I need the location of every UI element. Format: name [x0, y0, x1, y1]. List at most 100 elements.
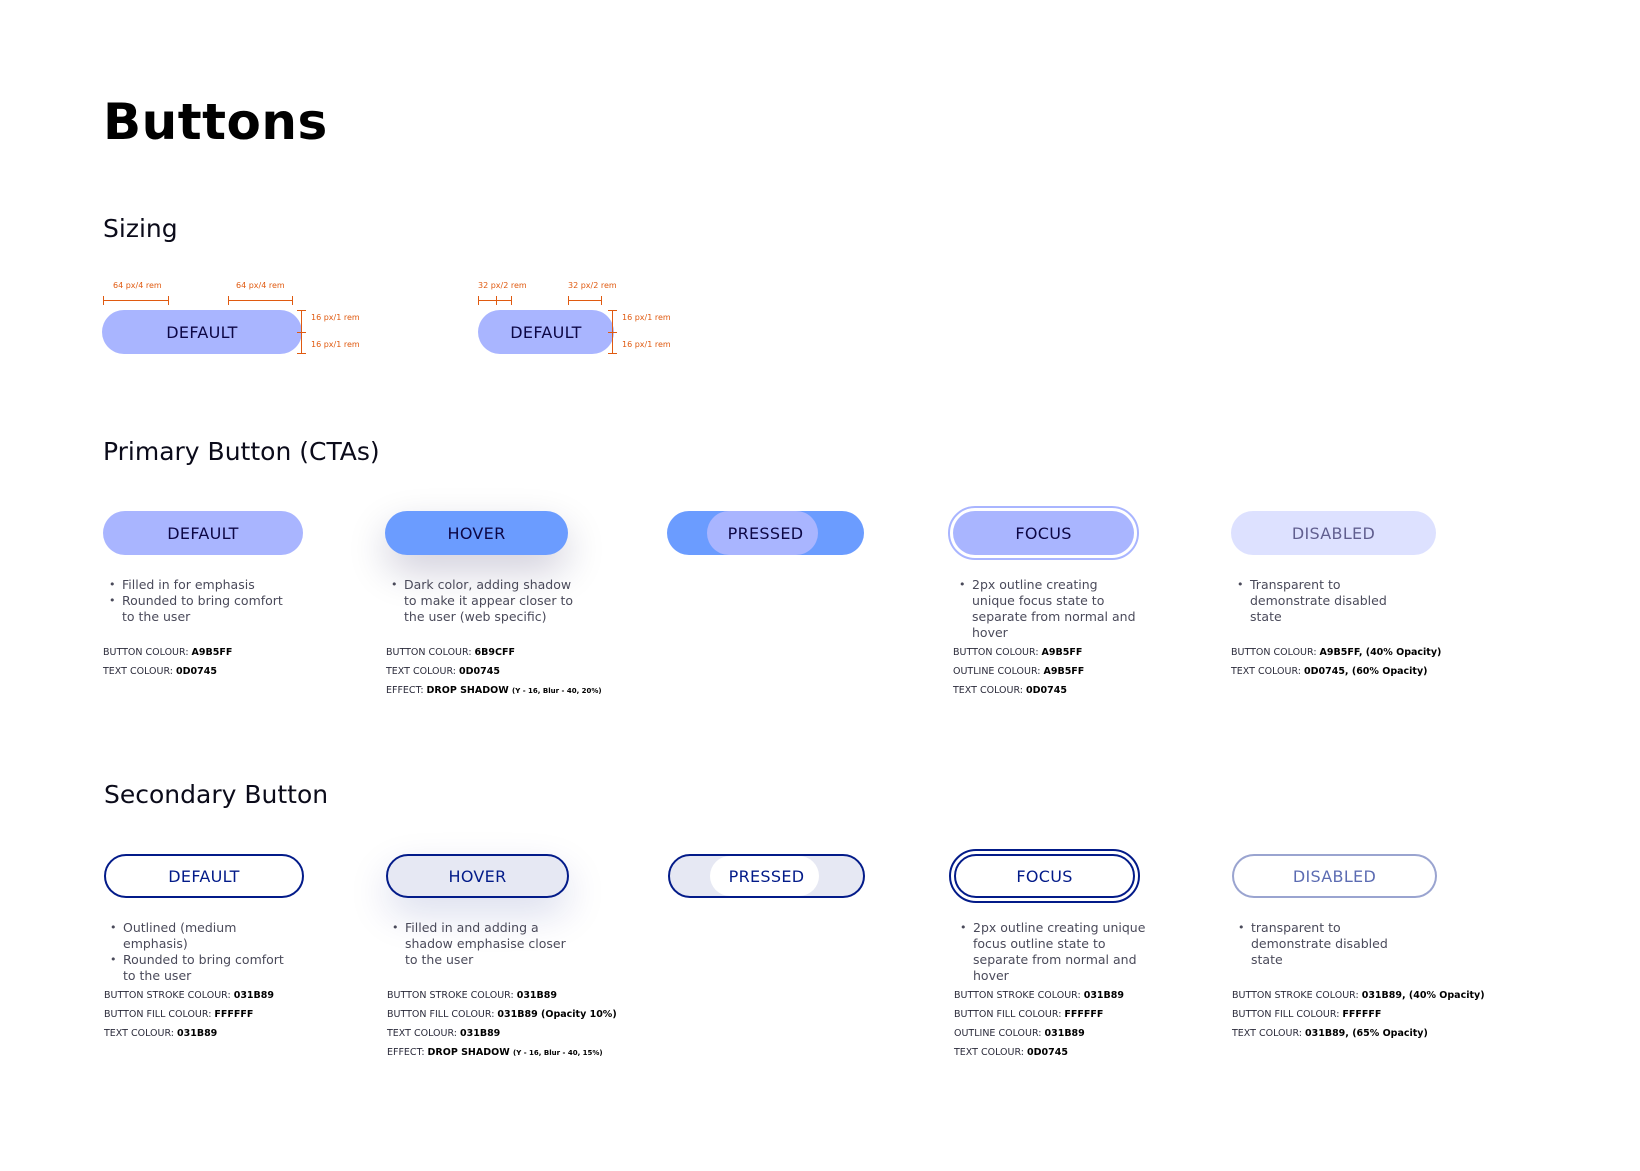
spec-value: 0D0745	[176, 666, 217, 677]
dim-tick	[297, 353, 306, 354]
secondary-hover-notes: Filled in and adding a shadow emphasise …	[392, 920, 577, 968]
primary-hover-notes: Dark color, adding shadow to make it app…	[391, 577, 576, 625]
primary-focus-button[interactable]: FOCUS	[953, 511, 1134, 555]
secondary-focus-specs: BUTTON STROKE COLOUR: 031B89 BUTTON FILL…	[954, 986, 1124, 1062]
spec-value: DROP SHADOW	[427, 1047, 513, 1058]
dim-line	[568, 300, 601, 301]
note-item: Dark color, adding shadow to make it app…	[391, 577, 576, 625]
sizing-small-button[interactable]: DEFAULT	[478, 310, 614, 354]
button-label: FOCUS	[1016, 866, 1073, 886]
spec-key: TEXT COLOUR:	[1231, 666, 1304, 677]
button-label: PRESSED	[727, 523, 804, 543]
spec-row: TEXT COLOUR: 0D0745	[953, 681, 1084, 700]
button-label: DISABLED	[1292, 866, 1377, 886]
spec-row: EFFECT: DROP SHADOW (Y - 16, Blur - 40, …	[386, 681, 602, 701]
spec-row: TEXT COLOUR: 0D0745	[954, 1043, 1124, 1062]
spec-value: 6B9CFF	[474, 647, 515, 658]
button-label: HOVER	[447, 523, 506, 543]
note-item: Filled in and adding a shadow emphasise …	[392, 920, 577, 968]
secondary-disabled-notes: transparent to demonstrate disabled stat…	[1238, 920, 1423, 968]
button-label: PRESSED	[728, 866, 805, 886]
spec-value: FFFFFF	[214, 1009, 254, 1020]
spec-row: OUTLINE COLOUR: 031B89	[954, 1024, 1124, 1043]
secondary-hover-button[interactable]: HOVER	[386, 854, 569, 898]
primary-disabled-button: DISABLED	[1231, 511, 1436, 555]
dim-tick	[608, 310, 617, 311]
spec-value: A9B5FF, (40% Opacity)	[1319, 647, 1442, 658]
spec-row: TEXT COLOUR: 031B89	[104, 1024, 274, 1043]
spec-value: A9B5FF	[1041, 647, 1083, 658]
primary-hover-button[interactable]: HOVER	[385, 511, 568, 555]
pressed-highlight	[710, 856, 819, 896]
spec-row: BUTTON FILL COLOUR: FFFFFF	[104, 1005, 274, 1024]
primary-heading: Primary Button (CTAs)	[103, 437, 380, 466]
dim-tick	[103, 296, 104, 305]
dim-tick	[297, 332, 306, 333]
spec-value: A9B5FF	[1043, 666, 1085, 677]
spec-key: OUTLINE COLOUR:	[954, 1028, 1045, 1039]
primary-focus-notes: 2px outline creating unique focus state …	[959, 577, 1144, 641]
spec-key: BUTTON COLOUR:	[1231, 647, 1320, 658]
spec-value: A9B5FF	[191, 647, 233, 658]
dim-line	[103, 300, 168, 301]
spec-key: TEXT COLOUR:	[103, 666, 176, 677]
spec-key: TEXT COLOUR:	[104, 1028, 177, 1039]
spec-value: 031B89, (65% Opacity)	[1305, 1028, 1428, 1039]
dim-pad-left-label: 32 px/2 rem	[478, 281, 527, 290]
dim-tick	[608, 353, 617, 354]
spec-key: BUTTON COLOUR:	[953, 647, 1042, 658]
spec-value: 031B89	[1044, 1028, 1085, 1039]
primary-default-button[interactable]: DEFAULT	[103, 511, 303, 555]
spec-value: DROP SHADOW	[426, 685, 512, 696]
spec-value: 031B89	[1083, 990, 1124, 1001]
secondary-focus-notes: 2px outline creating unique focus outlin…	[960, 920, 1155, 984]
note-item: 2px outline creating unique focus outlin…	[960, 920, 1155, 984]
secondary-focus-button[interactable]: FOCUS	[954, 854, 1135, 898]
spec-row: BUTTON COLOUR: A9B5FF	[103, 643, 232, 662]
spec-key: BUTTON FILL COLOUR:	[387, 1009, 498, 1020]
spec-detail: (Y - 16, Blur - 40, 15%)	[513, 1049, 603, 1057]
dim-pad-right-label: 32 px/2 rem	[568, 281, 617, 290]
primary-focus-specs: BUTTON COLOUR: A9B5FF OUTLINE COLOUR: A9…	[953, 643, 1084, 700]
spec-key: BUTTON STROKE COLOUR:	[1232, 990, 1362, 1001]
spec-row: TEXT COLOUR: 0D0745	[386, 662, 602, 681]
primary-disabled-notes: Transparent to demonstrate disabled stat…	[1237, 577, 1422, 625]
spec-value: 0D0745	[1027, 1047, 1068, 1058]
primary-disabled-specs: BUTTON COLOUR: A9B5FF, (40% Opacity) TEX…	[1231, 643, 1441, 681]
spec-row: BUTTON COLOUR: A9B5FF, (40% Opacity)	[1231, 643, 1441, 662]
spec-detail: (Y - 16, Blur - 40, 20%)	[512, 687, 602, 695]
spec-key: BUTTON FILL COLOUR:	[104, 1009, 215, 1020]
pressed-highlight	[707, 511, 818, 555]
note-item: 2px outline creating unique focus state …	[959, 577, 1144, 641]
dim-pad-bottom-label: 16 px/1 rem	[622, 340, 671, 349]
spec-key: TEXT COLOUR:	[386, 666, 459, 677]
spec-key: BUTTON FILL COLOUR:	[1232, 1009, 1343, 1020]
spec-value: FFFFFF	[1342, 1009, 1382, 1020]
dim-tick	[608, 332, 617, 333]
spec-key: BUTTON STROKE COLOUR:	[387, 990, 517, 1001]
spec-row: BUTTON COLOUR: 6B9CFF	[386, 643, 602, 662]
secondary-pressed-button[interactable]: PRESSED	[668, 854, 865, 898]
spec-row: BUTTON STROKE COLOUR: 031B89	[954, 986, 1124, 1005]
dim-tick	[496, 296, 497, 305]
secondary-default-button[interactable]: DEFAULT	[104, 854, 304, 898]
spec-value: 031B89, (40% Opacity)	[1361, 990, 1485, 1001]
spec-key: OUTLINE COLOUR:	[953, 666, 1044, 677]
note-item: Rounded to bring comfort to the user	[110, 952, 295, 984]
spec-key: TEXT COLOUR:	[1232, 1028, 1305, 1039]
secondary-focus-outline	[949, 849, 1140, 903]
spec-value: FFFFFF	[1064, 1009, 1104, 1020]
spec-value: 031B89	[233, 990, 274, 1001]
secondary-hover-specs: BUTTON STROKE COLOUR: 031B89 BUTTON FILL…	[387, 986, 617, 1063]
spec-key: TEXT COLOUR:	[954, 1047, 1027, 1058]
note-item: Transparent to demonstrate disabled stat…	[1237, 577, 1422, 625]
spec-value: 0D0745	[1026, 685, 1067, 696]
spec-row: BUTTON FILL COLOUR: FFFFFF	[954, 1005, 1124, 1024]
sizing-heading: Sizing	[103, 214, 178, 243]
spec-row: BUTTON STROKE COLOUR: 031B89	[104, 986, 274, 1005]
primary-pressed-button[interactable]: PRESSED	[667, 511, 864, 555]
secondary-default-specs: BUTTON STROKE COLOUR: 031B89 BUTTON FILL…	[104, 986, 274, 1043]
dim-tick	[228, 296, 229, 305]
sizing-large-button[interactable]: DEFAULT	[102, 310, 302, 354]
secondary-disabled-specs: BUTTON STROKE COLOUR: 031B89, (40% Opaci…	[1232, 986, 1485, 1043]
